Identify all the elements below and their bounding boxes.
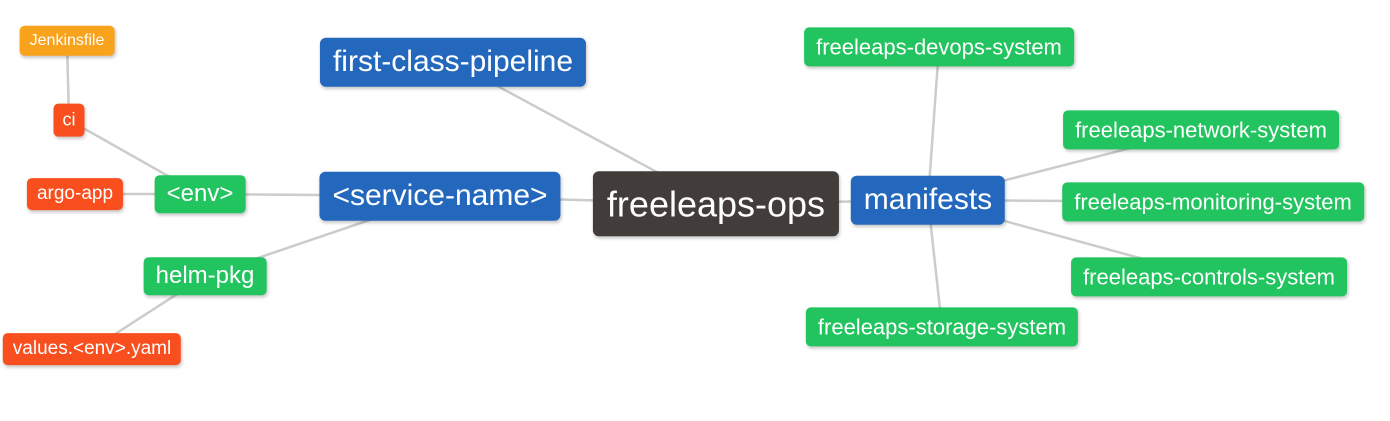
edge-manifests-devops-system: [926, 46, 941, 201]
node-helm-pkg[interactable]: helm-pkg: [143, 257, 267, 295]
node-label-argo-app: argo-app: [36, 183, 114, 205]
node-label-ci: ci: [62, 109, 76, 130]
node-ci[interactable]: ci: [53, 103, 85, 137]
node-values-env-yaml[interactable]: values.<env>.yaml: [2, 333, 182, 365]
node-controls-system[interactable]: freeleaps-controls-system: [1071, 257, 1347, 297]
node-label-storage-system: freeleaps-storage-system: [817, 314, 1067, 340]
node-label-service-name: <service-name>: [332, 178, 548, 212]
node-label-controls-system: freeleaps-controls-system: [1083, 264, 1335, 290]
node-network-system[interactable]: freeleaps-network-system: [1063, 110, 1339, 150]
node-freeleaps-ops[interactable]: freeleaps-ops: [592, 171, 840, 237]
node-env[interactable]: <env>: [154, 175, 246, 213]
node-label-helm-pkg: helm-pkg: [155, 262, 255, 290]
node-storage-system[interactable]: freeleaps-storage-system: [805, 307, 1079, 347]
node-argo-app[interactable]: argo-app: [26, 178, 124, 210]
node-monitoring-system[interactable]: freeleaps-monitoring-system: [1062, 182, 1364, 222]
node-label-jenkinsfile: Jenkinsfile: [29, 31, 105, 49]
node-jenkinsfile[interactable]: Jenkinsfile: [19, 25, 115, 57]
node-manifests[interactable]: manifests: [850, 175, 1006, 225]
node-label-env: <env>: [166, 180, 234, 208]
node-label-first-class-pipeline: first-class-pipeline: [332, 44, 574, 78]
node-service-name[interactable]: <service-name>: [319, 171, 561, 221]
node-label-manifests: manifests: [863, 182, 993, 216]
node-label-freeleaps-ops: freeleaps-ops: [606, 183, 826, 225]
node-label-values-env-yaml: values.<env>.yaml: [12, 338, 172, 360]
node-label-devops-system: freeleaps-devops-system: [816, 34, 1062, 60]
node-first-class-pipeline[interactable]: first-class-pipeline: [319, 37, 587, 87]
node-label-network-system: freeleaps-network-system: [1075, 117, 1327, 143]
node-label-monitoring-system: freeleaps-monitoring-system: [1074, 189, 1352, 215]
node-devops-system[interactable]: freeleaps-devops-system: [804, 27, 1074, 67]
